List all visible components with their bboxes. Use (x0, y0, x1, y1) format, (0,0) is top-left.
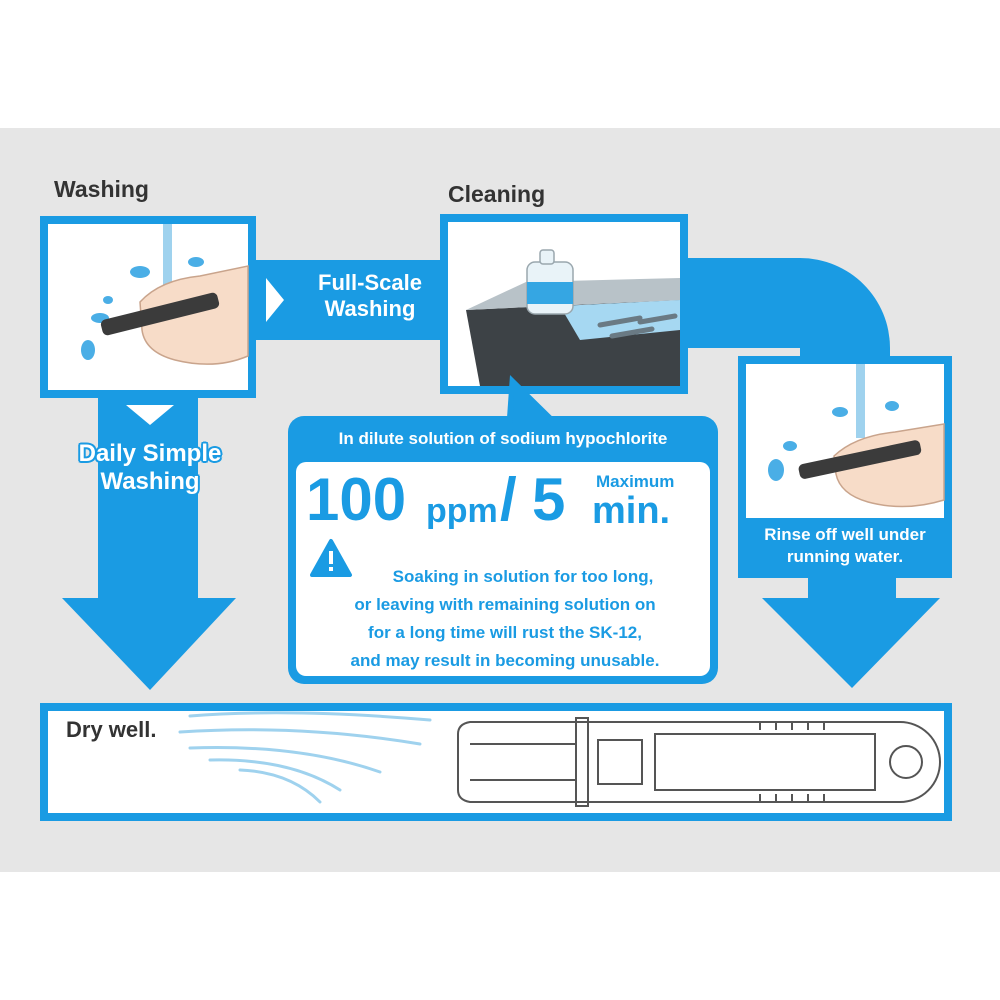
daily-simple-line-2: Washing (100, 468, 200, 495)
bottle-icon (526, 249, 574, 315)
washing-image-box (40, 216, 256, 398)
callout-header: In dilute solution of sodium hypochlorit… (338, 429, 668, 448)
time-value: 5 (532, 466, 566, 533)
warning-line-4: and may result in becoming unusable. (350, 651, 660, 670)
dry-well-box (40, 703, 952, 821)
rinse-line-1: Rinse off well under (764, 525, 926, 544)
water-splash-icon (768, 401, 899, 481)
time-qualifier: Maximum (596, 472, 675, 491)
dry-well-label: Dry well. (66, 717, 157, 742)
dosage-line: 100 ppm / 5 Maximum min. (306, 468, 706, 534)
cleaning-image-box (440, 214, 688, 394)
cleaning-title: Cleaning (448, 181, 546, 207)
daily-arrow (62, 392, 236, 690)
concentration-value: 100 (306, 466, 407, 533)
rinse-line-2: running water. (786, 547, 904, 566)
tool-icon (798, 440, 922, 479)
callout-box (288, 375, 718, 684)
warning-line-3: for a long time will rust the SK-12, (368, 623, 642, 642)
water-splash-icon (81, 257, 204, 360)
down-triangle-icon (126, 405, 174, 425)
separator: / (500, 466, 517, 533)
time-unit: min. (592, 490, 671, 532)
tool-icon (100, 292, 220, 336)
water-stream-icon (856, 364, 865, 438)
tray-icon (597, 313, 678, 339)
curved-connector (680, 258, 890, 370)
water-stream-icon (163, 224, 172, 306)
full-scale-line-1: Full-Scale (318, 270, 422, 295)
rinse-arrow (762, 575, 940, 688)
rinse-label: Rinse off well under running water. (746, 524, 944, 568)
sk12-tool-icon (457, 717, 941, 807)
full-scale-label: Full-Scale Washing (300, 270, 440, 322)
daily-simple-line-1: Daily Simple (78, 440, 222, 467)
time-unit-wrap: min. (568, 490, 670, 532)
warning-line-2: or leaving with remaining solution on (354, 595, 656, 614)
warning-text: Soaking in solution for too long, or lea… (304, 563, 706, 675)
air-flow-icon (178, 711, 432, 804)
play-arrow-icon (266, 278, 284, 322)
daily-simple-label: Daily Simple Washing (40, 440, 260, 496)
full-scale-line-2: Washing (324, 296, 416, 321)
concentration-unit: ppm (426, 492, 498, 530)
warning-triangle-icon (310, 539, 352, 577)
warning-line-1: Soaking in solution for too long, (392, 567, 654, 586)
rinse-image-box (738, 356, 952, 578)
washing-title: Washing (54, 176, 149, 202)
hand-icon (139, 265, 249, 365)
